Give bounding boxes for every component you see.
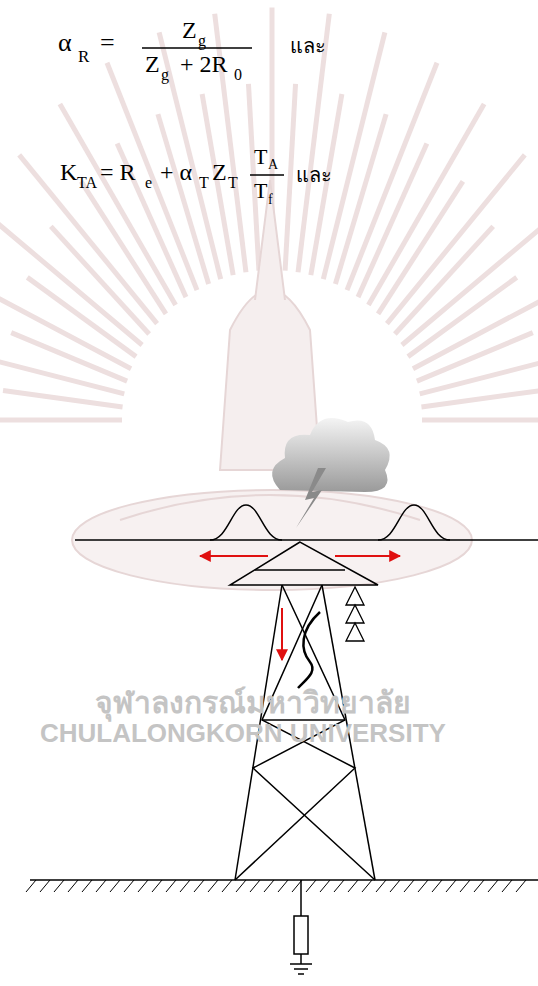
logo-ray	[27, 277, 136, 356]
formula-symbol: T	[254, 180, 267, 202]
hatch-stroke	[250, 880, 260, 892]
hatch-stroke	[362, 880, 372, 892]
logo-ray	[347, 63, 437, 290]
hatch-stroke	[194, 880, 204, 892]
formula-symbol: =	[100, 30, 115, 56]
formula-symbol: = R	[100, 160, 136, 184]
fraction-bar	[250, 174, 284, 175]
hatch-stroke	[320, 880, 330, 892]
hatch-stroke	[404, 880, 414, 892]
tower-surge-wave	[298, 612, 320, 688]
hatch-stroke	[488, 880, 498, 892]
logo-ray	[417, 333, 533, 382]
formula-symbol: + 2R	[180, 52, 228, 76]
logo-ray	[0, 418, 122, 423]
logo-ray	[51, 226, 149, 334]
formula-symbol: A	[268, 158, 278, 172]
hatch-stroke	[40, 880, 50, 892]
hatch-stroke	[418, 880, 428, 892]
formula-symbol: และ	[290, 36, 326, 56]
hatch-stroke	[26, 880, 36, 892]
formula-symbol: g	[161, 67, 169, 83]
hatch-stroke	[138, 880, 148, 892]
hatch-stroke	[54, 880, 64, 892]
hatch-stroke	[96, 880, 106, 892]
hatch-stroke	[180, 880, 190, 892]
watermark-text: จุฬาลงกรณ์มหาวิทยาลัย	[95, 688, 411, 718]
formula-symbol: g	[198, 33, 206, 49]
formula-symbol: Z	[145, 52, 160, 76]
travel-arrow	[281, 608, 283, 660]
formula-symbol: f	[268, 193, 273, 207]
hatch-stroke	[348, 880, 358, 892]
logo-ray	[81, 181, 166, 314]
logo-ray	[3, 391, 123, 407]
surge-wave	[210, 505, 282, 540]
formula-symbol: α	[58, 30, 72, 56]
hatch-stroke	[208, 880, 218, 892]
formula-symbol: 0	[234, 67, 242, 83]
logo-ray	[421, 391, 538, 407]
hatch-stroke	[68, 880, 78, 892]
hatch-stroke	[306, 880, 316, 892]
logo-ray	[420, 348, 538, 394]
hatch-stroke	[502, 880, 512, 892]
travel-arrow	[335, 555, 400, 557]
hatch-stroke	[110, 880, 120, 892]
fraction-bar	[142, 47, 252, 48]
formula-symbol: TA	[77, 175, 97, 191]
logo-ray	[285, 84, 295, 271]
hatch-stroke	[124, 880, 134, 892]
watermark-text: CHULALONGKORN UNIVERSITY	[40, 720, 446, 746]
surge-wave	[378, 505, 450, 540]
formula-symbol: Z	[212, 160, 227, 184]
ground-hatching	[26, 880, 526, 892]
hatch-stroke	[278, 880, 288, 892]
formula-symbol: T	[254, 146, 267, 168]
hatch-stroke	[264, 880, 274, 892]
formula-symbol: T	[199, 175, 209, 191]
hatch-stroke	[152, 880, 162, 892]
logo-ray	[60, 104, 176, 305]
hatch-stroke	[432, 880, 442, 892]
formula-symbol: + α	[160, 160, 192, 184]
hatch-stroke	[236, 880, 246, 892]
formula-symbol: และ	[296, 165, 332, 185]
hatch-stroke	[446, 880, 456, 892]
logo-ray	[248, 84, 258, 271]
logo-ray	[422, 418, 538, 423]
hatch-stroke	[376, 880, 386, 892]
hatch-stroke	[222, 880, 232, 892]
hatch-stroke	[334, 880, 344, 892]
hatch-stroke	[390, 880, 400, 892]
formula-symbol: R	[78, 48, 89, 65]
hatch-stroke	[516, 880, 526, 892]
hatch-stroke	[166, 880, 176, 892]
hatch-stroke	[82, 880, 92, 892]
footing-resistor	[290, 880, 312, 974]
formula-symbol: Z	[182, 18, 197, 42]
formula-symbol: T	[228, 175, 238, 191]
insulator-string	[346, 587, 364, 641]
formula-symbol: e	[145, 175, 152, 191]
travel-arrow	[200, 555, 268, 557]
shield-wire	[75, 539, 538, 541]
thundercloud	[272, 418, 390, 492]
formula-symbol: K	[60, 160, 77, 184]
hatch-stroke	[460, 880, 470, 892]
watermark-logo	[0, 8, 538, 591]
hatch-stroke	[474, 880, 484, 892]
lightning-bolt	[296, 468, 326, 528]
